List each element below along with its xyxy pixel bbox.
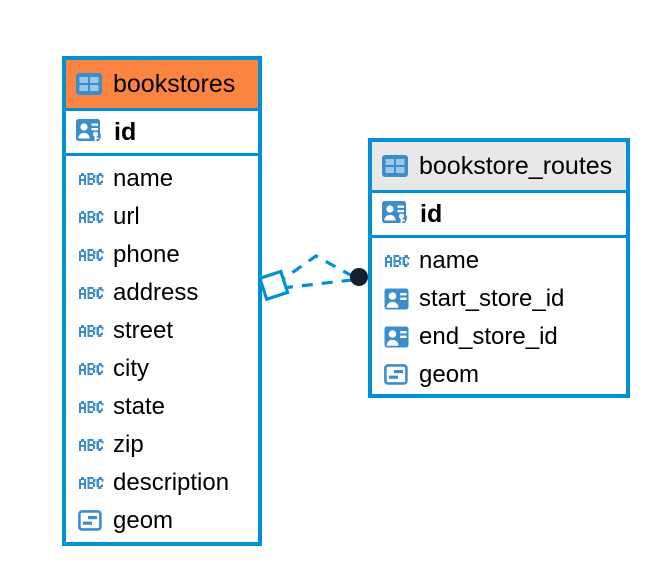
relationship-line-lower — [281, 278, 353, 290]
field-row-geom[interactable]: geom — [66, 502, 258, 540]
abc-text-icon — [78, 438, 104, 452]
field-row-id[interactable]: id — [66, 108, 258, 156]
field-row-street[interactable]: street — [66, 312, 258, 350]
field-row-city[interactable]: city — [66, 350, 258, 388]
entity-header-bookstores[interactable]: bookstores — [66, 60, 258, 108]
field-label-state: state — [113, 393, 166, 420]
foreign-key-icon — [384, 326, 410, 348]
field-label-start-store-id: start_store_id — [419, 285, 565, 312]
entity-bookstores[interactable]: bookstores id — [62, 56, 262, 546]
field-row-phone[interactable]: phone — [66, 236, 258, 274]
field-row-url[interactable]: url — [66, 198, 258, 236]
field-label-end-store-id: end_store_id — [419, 323, 558, 350]
field-label-description: description — [113, 469, 230, 496]
field-label-phone: phone — [113, 241, 180, 268]
field-row-start-store-id[interactable]: start_store_id — [372, 280, 626, 318]
entity-bookstore-routes[interactable]: bookstore_routes id — [368, 138, 630, 398]
field-label-geom: geom — [419, 361, 480, 388]
entity-title-bookstores: bookstores — [113, 69, 236, 98]
field-label-id: id — [420, 199, 443, 228]
field-list-bookstore-routes: name start_store_id — [372, 238, 626, 398]
field-label-city: city — [113, 355, 149, 382]
filled-circle-marker — [350, 268, 368, 286]
field-label-url: url — [113, 203, 140, 230]
abc-text-icon — [384, 254, 410, 268]
field-list-bookstores: name url — [66, 156, 258, 544]
field-row-name[interactable]: name — [372, 242, 626, 280]
abc-text-icon — [78, 476, 104, 490]
diamond-marker — [257, 269, 290, 302]
field-row-name[interactable]: name — [66, 160, 258, 198]
abc-text-icon — [78, 400, 104, 414]
abc-text-icon — [78, 286, 104, 300]
abc-text-icon — [78, 248, 104, 262]
geometry-icon — [78, 509, 104, 533]
table-icon — [76, 73, 102, 95]
foreign-key-icon — [384, 288, 410, 310]
entity-header-bookstore-routes[interactable]: bookstore_routes — [372, 142, 626, 190]
geometry-icon — [384, 363, 410, 387]
primary-key-icon — [382, 201, 410, 227]
abc-text-icon — [78, 324, 104, 338]
table-icon — [382, 155, 408, 177]
field-label-name: name — [419, 247, 480, 274]
field-row-address[interactable]: address — [66, 274, 258, 312]
field-row-description[interactable]: description — [66, 464, 258, 502]
field-label-street: street — [113, 317, 174, 344]
abc-text-icon — [78, 210, 104, 224]
field-label-zip: zip — [113, 431, 144, 458]
abc-text-icon — [78, 362, 104, 376]
field-row-zip[interactable]: zip — [66, 426, 258, 464]
entity-title-bookstore-routes: bookstore_routes — [419, 151, 613, 180]
field-row-id[interactable]: id — [372, 190, 626, 238]
field-row-geom[interactable]: geom — [372, 356, 626, 394]
field-label-name: name — [113, 165, 174, 192]
field-label-address: address — [113, 279, 199, 306]
field-row-end-store-id[interactable]: end_store_id — [372, 318, 626, 356]
abc-text-icon — [78, 172, 104, 186]
field-label-id: id — [114, 117, 137, 146]
relationship-line-upper — [275, 254, 355, 286]
field-row-state[interactable]: state — [66, 388, 258, 426]
primary-key-icon — [76, 119, 104, 145]
field-label-geom: geom — [113, 507, 174, 534]
